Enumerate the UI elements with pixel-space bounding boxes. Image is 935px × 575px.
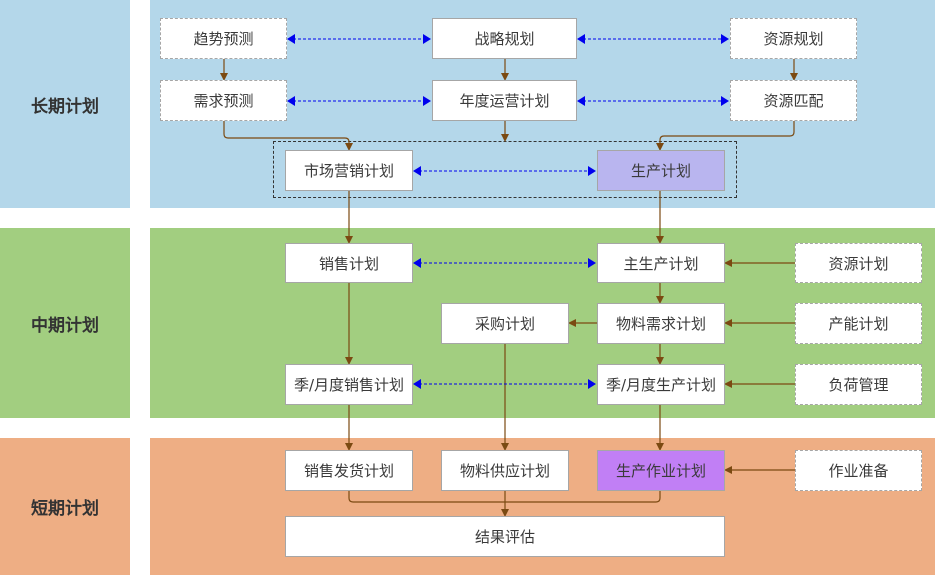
node-resource-matching[interactable]: 资源匹配 xyxy=(730,80,857,121)
node-marketing-plan[interactable]: 市场营销计划 xyxy=(285,150,413,191)
node-production-operation-plan[interactable]: 生产作业计划 xyxy=(597,450,725,491)
node-seasonal-production-plan[interactable]: 季/月度生产计划 xyxy=(597,364,725,405)
band-label-short-term: 短期计划 xyxy=(0,438,130,575)
node-trend-forecast[interactable]: 趋势预测 xyxy=(160,18,287,59)
node-seasonal-sales-plan[interactable]: 季/月度销售计划 xyxy=(285,364,413,405)
band-label-mid-term: 中期计划 xyxy=(0,228,130,418)
node-master-production-plan[interactable]: 主生产计划 xyxy=(597,243,725,283)
node-sales-plan[interactable]: 销售计划 xyxy=(285,243,413,283)
node-production-plan[interactable]: 生产计划 xyxy=(597,150,725,191)
node-result-evaluation[interactable]: 结果评估 xyxy=(285,516,725,557)
node-annual-operation-plan[interactable]: 年度运营计划 xyxy=(432,80,577,121)
band-label-long-term: 长期计划 xyxy=(0,0,130,208)
node-operation-preparation[interactable]: 作业准备 xyxy=(795,450,922,491)
node-capacity-plan[interactable]: 产能计划 xyxy=(795,303,922,344)
node-mrp[interactable]: 物料需求计划 xyxy=(597,303,725,344)
node-resource-plan[interactable]: 资源计划 xyxy=(795,243,922,283)
node-demand-forecast[interactable]: 需求预测 xyxy=(160,80,287,121)
node-resource-planning[interactable]: 资源规划 xyxy=(730,18,857,59)
node-purchase-plan[interactable]: 采购计划 xyxy=(441,303,569,344)
node-load-management[interactable]: 负荷管理 xyxy=(795,364,922,405)
node-sales-delivery-plan[interactable]: 销售发货计划 xyxy=(285,450,413,491)
node-strategic-planning[interactable]: 战略规划 xyxy=(432,18,577,59)
node-material-supply-plan[interactable]: 物料供应计划 xyxy=(441,450,569,491)
